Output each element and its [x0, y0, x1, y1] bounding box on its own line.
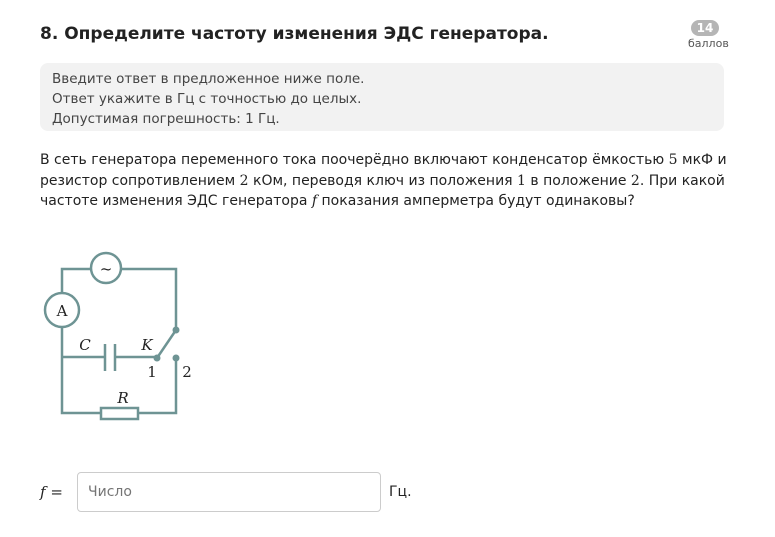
resistor-symbol — [99, 406, 140, 421]
position-2-label: 2 — [182, 363, 192, 381]
switch-contact-2 — [172, 354, 180, 362]
generator-symbol — [89, 251, 123, 285]
resistor-label: R — [116, 389, 128, 407]
ammeter-label: A — [56, 302, 68, 320]
switch-contact — [172, 326, 180, 334]
instructions-box: Введите ответ в предложенное ниже поле. … — [40, 63, 724, 131]
circuit-diagram: ~ A C K 1 2 R — [43, 251, 192, 421]
points-label: баллов — [688, 37, 729, 50]
hint-line: Допустимая погрешность: 1 Гц. — [52, 111, 280, 127]
ammeter-symbol — [43, 291, 81, 329]
variable-label: f = — [40, 483, 63, 501]
answer-input[interactable] — [77, 472, 381, 512]
wire — [60, 327, 101, 415]
switch-contact-1 — [153, 354, 161, 362]
question-title: 8. Определите частоту изменения ЭДС гене… — [40, 24, 549, 44]
switch-lever — [155, 329, 178, 359]
unit-label: Гц. — [389, 484, 412, 500]
wire — [138, 358, 178, 415]
capacitor-label: C — [79, 336, 91, 354]
generator-label: ~ — [100, 260, 113, 278]
key-label: K — [140, 336, 153, 354]
task-text: В сеть генератора переменного тока пооче… — [40, 152, 727, 209]
position-1-label: 1 — [147, 363, 157, 381]
answer-row: f = Гц. — [40, 472, 412, 512]
wire — [121, 267, 178, 330]
hint-line: Ответ укажите в Гц с точностью до целых. — [52, 91, 362, 107]
points-badge: 14 баллов — [688, 17, 729, 50]
wire — [60, 267, 91, 293]
points-count: 14 — [690, 20, 720, 36]
hint-line: Введите ответ в предложенное ниже поле. — [52, 71, 365, 87]
